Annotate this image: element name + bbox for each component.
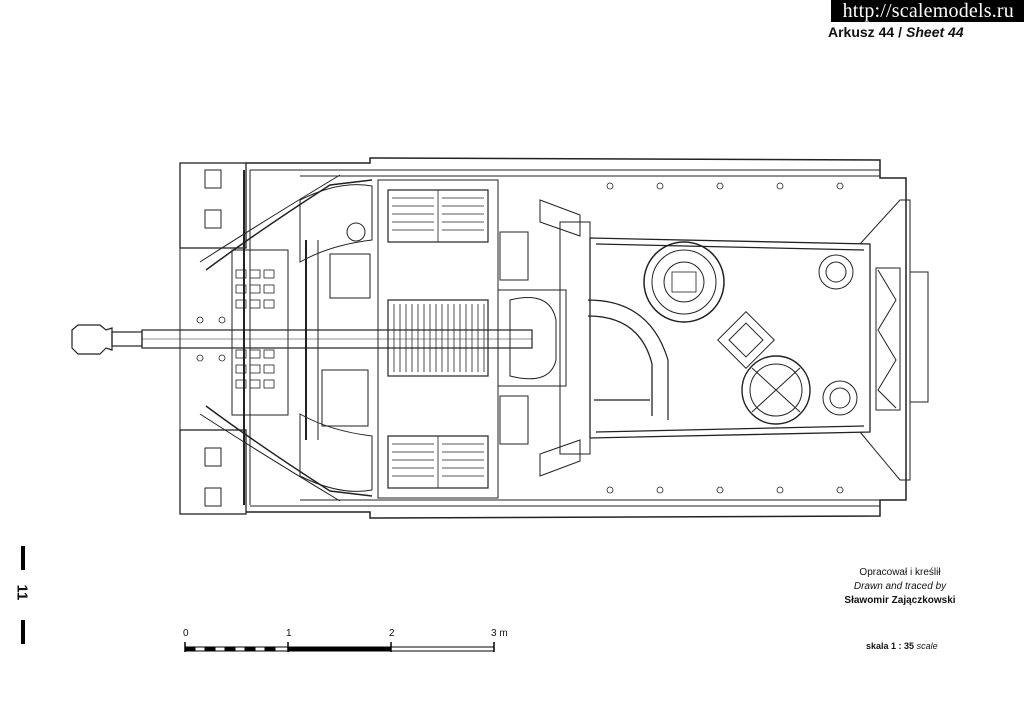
loader-hatch <box>741 355 811 425</box>
turret-rear <box>497 199 591 477</box>
periscopes <box>818 254 858 416</box>
hull-outline <box>179 157 907 519</box>
scale-label-3m: 3 m <box>491 628 508 639</box>
margin-mark-top <box>21 546 25 570</box>
hull-rivets <box>196 182 844 494</box>
scale-label-0: 0 <box>183 628 189 639</box>
scale-bar <box>184 642 495 652</box>
sheet-label-polish: Arkusz 44 <box>828 24 895 40</box>
rear-deck-grid <box>231 249 289 416</box>
sheet-label-english: Sheet 44 <box>906 24 964 40</box>
credits-block: Opracował i kreślił Drawn and traced by … <box>820 566 980 608</box>
credits-author: Sławomir Zajączkowski <box>844 595 956 606</box>
scale-ratio-text: skala 1 : 35 scale <box>866 641 938 651</box>
sheet-header: Arkusz 44/Sheet 44 <box>828 24 964 40</box>
site-watermark: http://scalemodels.ru <box>830 0 1024 22</box>
turret <box>587 237 871 439</box>
margin-mark-bottom <box>21 620 25 644</box>
page-number: 11 <box>13 584 31 601</box>
rear-track-guards <box>179 162 251 515</box>
credits-english: Drawn and traced by <box>853 581 947 592</box>
front-glacis <box>859 199 929 481</box>
commander-cupola <box>643 241 775 369</box>
scale-label-1: 1 <box>286 628 292 639</box>
engine-grilles <box>387 189 489 489</box>
gun-barrel <box>71 324 533 355</box>
scale-label-2: 2 <box>389 628 395 639</box>
credits-polish: Opracował i kreślił <box>859 567 941 578</box>
